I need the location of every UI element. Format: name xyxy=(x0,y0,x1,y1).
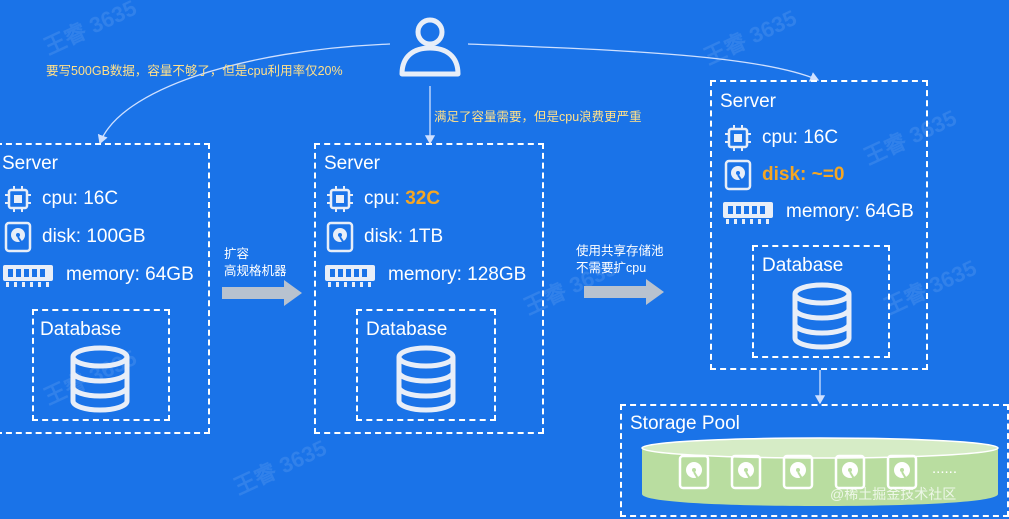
arrow-right-icon xyxy=(222,280,302,306)
note-shared-pool-line1: 使用共享存储池 xyxy=(576,244,664,258)
note-shared-pool-line2: 不需要扩cpu xyxy=(576,261,647,275)
server-title: Server xyxy=(720,91,776,112)
server-box-2: Server cpu: 32C disk: 1TB memory: 128GB … xyxy=(314,143,544,434)
cpu-spec: cpu: 16C xyxy=(762,127,839,148)
disk-spec: disk: 100GB xyxy=(42,226,146,247)
database-box: Database xyxy=(356,309,496,421)
user-icon xyxy=(396,10,464,78)
cpu-icon xyxy=(724,124,752,152)
database-label: Database xyxy=(366,319,448,340)
cpu-spec-prefix: cpu: xyxy=(364,188,406,209)
cpu-icon xyxy=(4,185,32,213)
storage-pool-more: ...... xyxy=(932,460,958,477)
memory-spec: memory: 128GB xyxy=(388,264,527,285)
disk-icon xyxy=(730,454,762,490)
memory-spec: memory: 64GB xyxy=(66,264,194,285)
server-box-3: Server cpu: 16C disk: ~=0 memory: 64GB D… xyxy=(710,80,928,370)
site-watermark: @稀土掘金技术社区 xyxy=(830,486,957,502)
database-icon xyxy=(791,282,853,350)
note-scale-up-line1: 扩容 xyxy=(224,247,250,261)
database-box: Database xyxy=(32,309,170,421)
disk-icon xyxy=(886,454,918,490)
memory-icon xyxy=(2,261,54,289)
cpu-spec: cpu: 32C xyxy=(364,188,440,210)
memory-icon xyxy=(722,198,774,226)
cpu-spec-value: 32C xyxy=(405,188,441,209)
memory-icon xyxy=(324,261,376,289)
cpu-spec: cpu: 16C xyxy=(42,188,119,209)
cpu-icon xyxy=(326,185,354,213)
memory-spec: memory: 64GB xyxy=(786,201,914,222)
server-title: Server xyxy=(2,153,58,174)
disk-icon xyxy=(678,454,710,490)
disk-spec: disk: 1TB xyxy=(364,226,444,247)
storage-pool-title: Storage Pool xyxy=(630,413,740,434)
database-icon xyxy=(69,345,131,413)
database-label: Database xyxy=(762,255,844,276)
disk-spec: disk: ~=0 xyxy=(762,164,845,185)
disk-icon xyxy=(326,221,354,253)
server-box-1: Server cpu: 16C disk: 100GB memory: 64GB… xyxy=(0,143,210,434)
disk-icon xyxy=(834,454,866,490)
arrow-right-icon xyxy=(584,279,664,305)
note-capacity-shortage: 要写500GB数据，容量不够了，但是cpu利用率仅20% xyxy=(46,64,343,78)
server-title: Server xyxy=(324,153,380,174)
database-box: Database xyxy=(752,245,890,358)
disk-icon xyxy=(724,159,752,191)
database-icon xyxy=(395,345,457,413)
disk-icon xyxy=(4,221,32,253)
note-scale-up-line2: 高规格机器 xyxy=(224,264,287,278)
database-label: Database xyxy=(40,319,122,340)
disk-icon xyxy=(782,454,814,490)
storage-pool-box: Storage Pool ...... xyxy=(620,404,1009,517)
note-cpu-waste: 满足了容量需要，但是cpu浪费更严重 xyxy=(434,110,642,124)
